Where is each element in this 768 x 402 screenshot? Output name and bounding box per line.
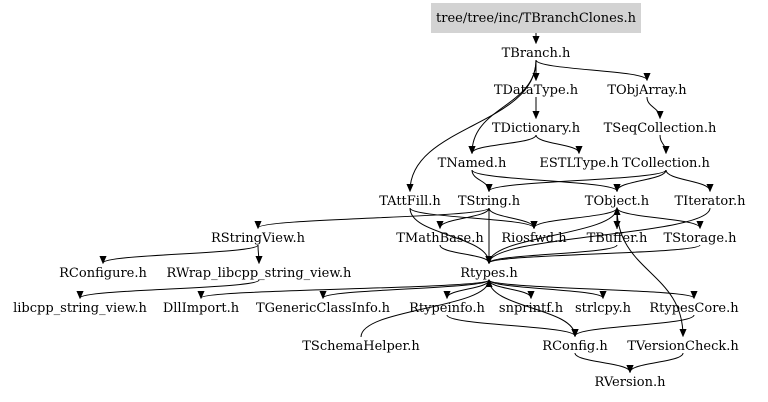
node-rstringview[interactable]: RStringView.h: [211, 231, 306, 246]
node-snprintf[interactable]: snprintf.h: [499, 301, 564, 316]
edge-TDictionary-to-TNamed: [472, 134, 537, 153]
node-rconfig[interactable]: RConfig.h: [542, 339, 608, 354]
edge-TString-to-RStringView: [258, 207, 490, 228]
node-tdatatype[interactable]: TDataType.h: [494, 83, 579, 98]
node-root[interactable]: tree/tree/inc/TBranchClones.h: [436, 11, 637, 26]
node-estltype[interactable]: ESTLType.h: [539, 156, 619, 171]
edge-TBranch-to-TNamed: [472, 59, 537, 153]
node-tobject[interactable]: TObject.h: [585, 194, 650, 209]
node-tnamed[interactable]: TNamed.h: [438, 156, 507, 171]
edge-TCollection-to-TObject: [617, 169, 667, 191]
node-tmathbase[interactable]: TMathBase.h: [396, 231, 484, 246]
edge-TObject-to-TVersionCheck: [616, 207, 683, 336]
edge-Rtypeinfo-to-RConfig: [446, 314, 575, 336]
root-node-box: [431, 3, 641, 33]
edge-TStorage-to-Rtypes: [489, 244, 701, 263]
node-tgenericclassinfo[interactable]: TGenericClassInfo.h: [256, 301, 391, 316]
edge-TVersionCheck-to-RVersion: [630, 352, 684, 372]
edge-TAttFill-to-Riosfwd: [409, 207, 534, 228]
edge-TMathBase-to-Rtypes: [439, 244, 489, 263]
node-tstorage[interactable]: TStorage.h: [663, 231, 737, 246]
edge-TString-to-Riosfwd: [488, 207, 534, 228]
node-tbranch[interactable]: TBranch.h: [502, 46, 571, 61]
edge-TCollection-to-TString: [489, 169, 667, 191]
edge-TSeqCollection-to-TCollection: [659, 134, 666, 153]
node-rversion[interactable]: RVersion.h: [595, 375, 667, 390]
node-tcollection[interactable]: TCollection.h: [622, 156, 710, 171]
node-tseqcollection[interactable]: TSeqCollection.h: [604, 121, 717, 136]
node-tbuffer[interactable]: TBuffer.h: [587, 231, 648, 246]
node-titerator[interactable]: TIterator.h: [674, 194, 746, 209]
nodes: tree/tree/inc/TBranchClones.h TBranch.h …: [13, 3, 746, 390]
node-strlcpy[interactable]: strlcpy.h: [575, 301, 632, 316]
node-rwrap[interactable]: RWrap_libcpp_string_view.h: [167, 266, 353, 281]
edge-Rtypes-to-RConfig: [488, 279, 575, 336]
node-rconfigure[interactable]: RConfigure.h: [59, 266, 147, 281]
edge-TObject-to-TStorage: [616, 207, 700, 228]
edge-TBranch-to-TObjArray: [535, 59, 647, 80]
node-dllimport[interactable]: DllImport.h: [163, 301, 240, 316]
edge-Rtypes-to-DllImport: [201, 279, 490, 298]
edge-TObject-to-Riosfwd: [534, 207, 618, 228]
edge-TString-to-TMathBase: [440, 207, 490, 228]
node-rtypeinfo[interactable]: Rtypeinfo.h: [409, 301, 485, 316]
edge-TIterator-to-Rtypes: [489, 207, 711, 263]
edge-TNamed-to-TObject: [471, 169, 617, 191]
edge-TNamed-to-TString: [471, 169, 489, 191]
node-rtypescore[interactable]: RtypesCore.h: [649, 301, 739, 316]
edge-TCollection-to-TIterator: [665, 169, 710, 191]
node-tdictionary[interactable]: TDictionary.h: [492, 121, 581, 136]
node-riosfwd[interactable]: Riosfwd.h: [501, 231, 567, 246]
node-tobjarray[interactable]: TObjArray.h: [607, 83, 687, 98]
node-tstring[interactable]: TString.h: [458, 194, 521, 209]
edge-TDictionary-to-ESTLType: [535, 134, 579, 153]
edges: [80, 25, 710, 372]
node-tattfill[interactable]: TAttFill.h: [379, 194, 441, 209]
edge-RtypesCore-to-RConfig: [575, 314, 695, 336]
node-tversioncheck[interactable]: TVersionCheck.h: [627, 339, 739, 354]
edge-TSchemaHelper-to-Rtypes: [360, 280, 489, 338]
edge-RConfig-to-RVersion: [574, 352, 630, 372]
edge-RWrap-to-libcpp: [80, 279, 260, 298]
edge-RStringView-to-RWrap: [258, 244, 259, 263]
edge-TObject-to-Rtypes: [489, 207, 618, 263]
edge-Rtypes-to-RtypesCore: [488, 279, 694, 298]
node-tschemahelper[interactable]: TSchemaHelper.h: [302, 339, 420, 354]
edge-Rtypes-to-strlcpy: [488, 279, 603, 298]
edge-RStringView-to-RConfigure: [103, 244, 259, 263]
edge-TObjArray-to-TSeqCollection: [646, 96, 660, 118]
node-rtypes[interactable]: Rtypes.h: [460, 266, 518, 281]
edge-TBranch-to-TAttFill: [410, 59, 537, 191]
edge-TBuffer-to-Rtypes: [489, 244, 618, 263]
edge-Rtypes-to-TGenericClassInfo: [323, 279, 490, 298]
node-libcpp-string-view[interactable]: libcpp_string_view.h: [13, 301, 147, 316]
